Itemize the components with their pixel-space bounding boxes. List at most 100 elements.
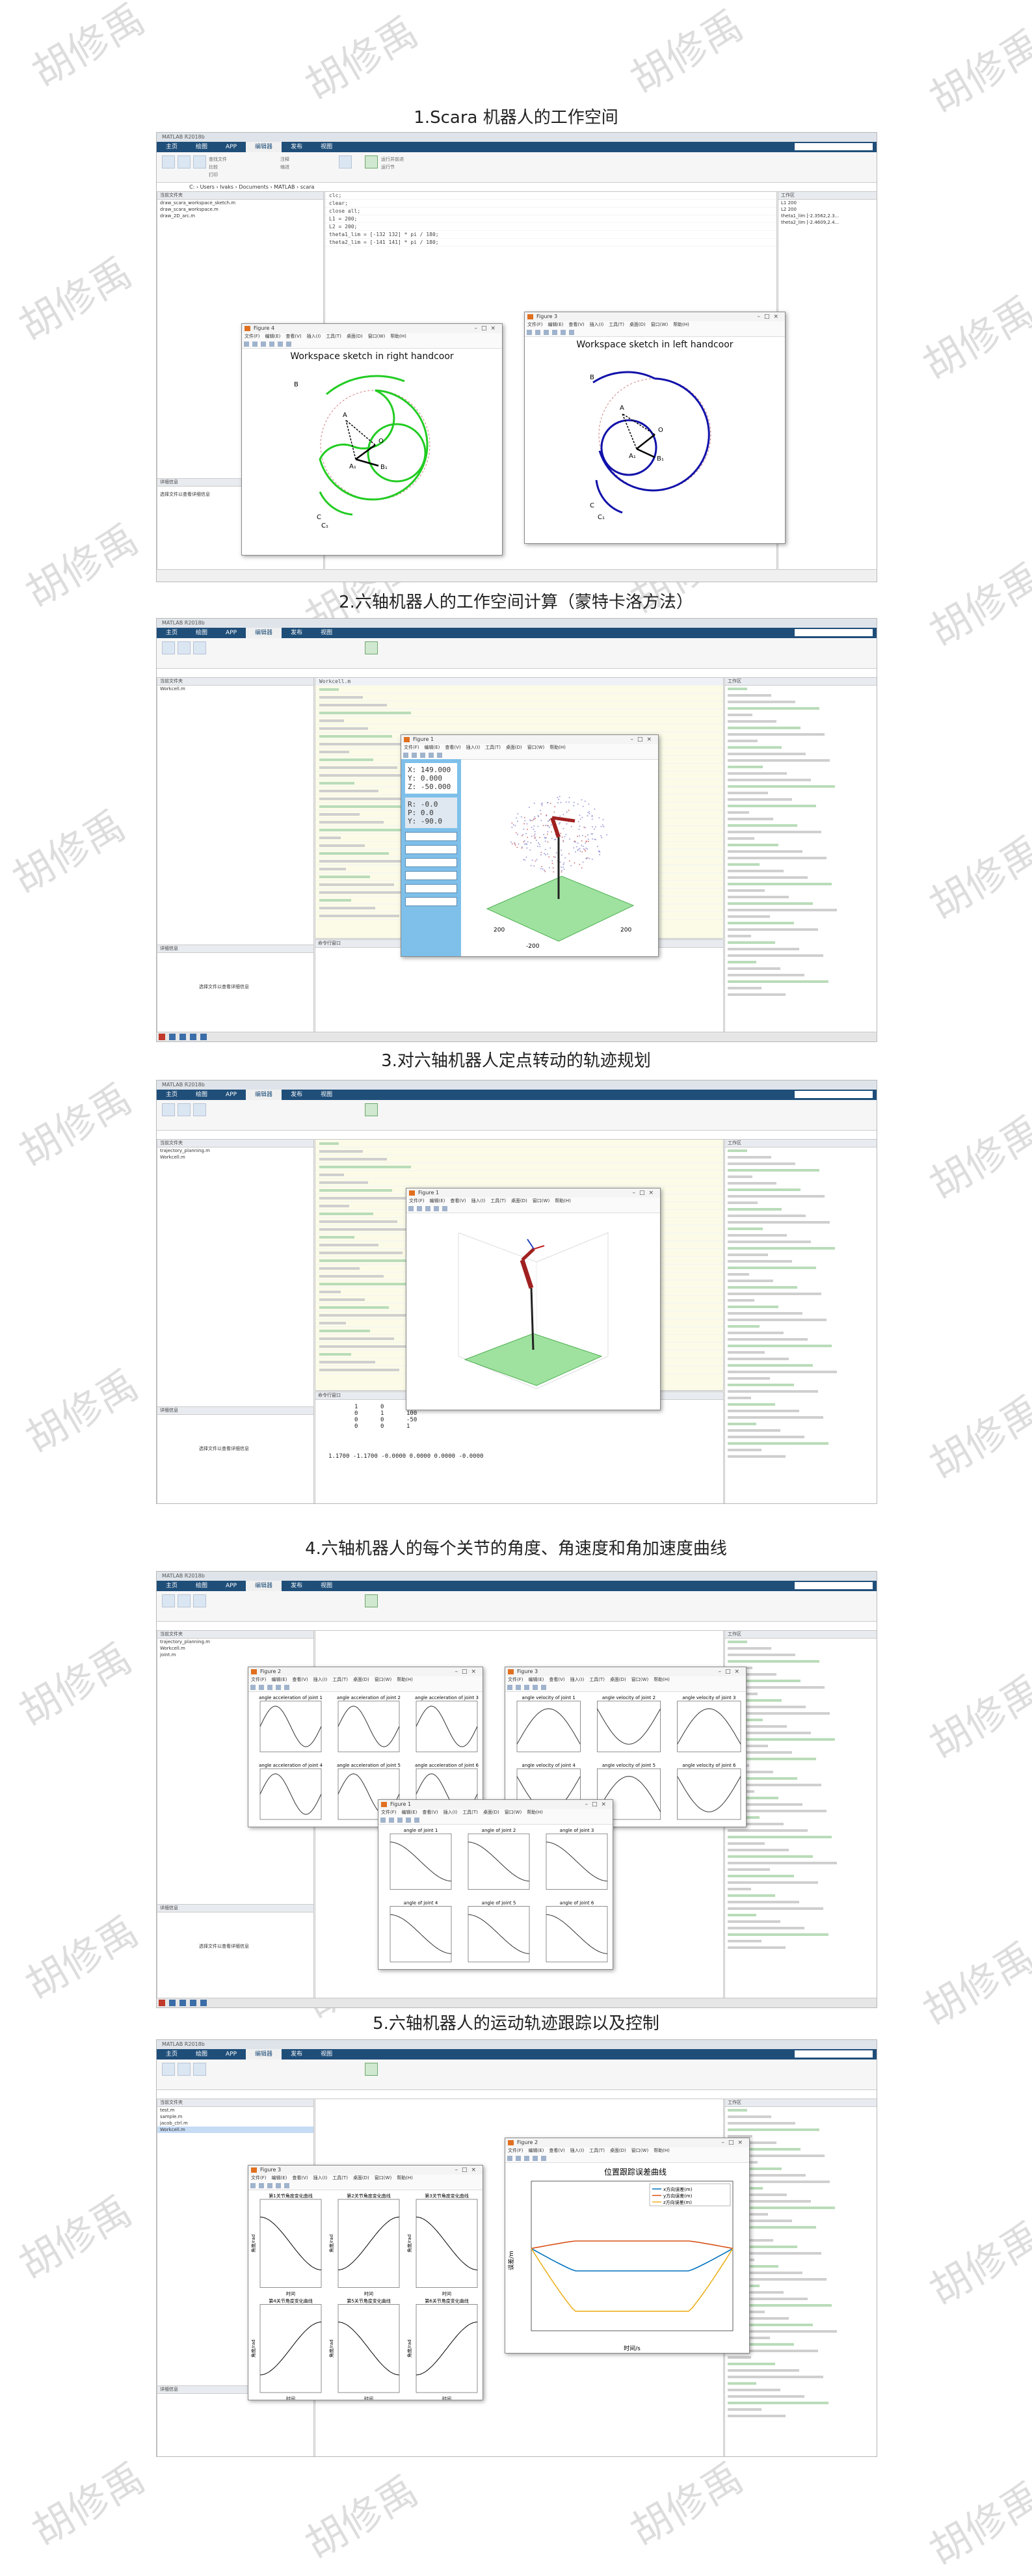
figure-menu-item[interactable]: 窗口(W) [532, 1198, 550, 1203]
figure-menu-item[interactable]: 桌面(D) [352, 2175, 369, 2180]
workspace-row[interactable] [725, 1756, 877, 1762]
workspace-row[interactable] [725, 965, 877, 972]
code-line[interactable]: theta1_lim = [-132 132] * pi / 180; [325, 231, 776, 239]
run-icon[interactable] [365, 155, 378, 168]
workspace-row[interactable] [725, 2387, 877, 2393]
workspace-row[interactable] [725, 751, 877, 757]
workspace-row[interactable] [725, 1918, 877, 1925]
workspace-row[interactable] [725, 2367, 877, 2374]
file-item-selected[interactable]: Workcell.m [157, 2127, 313, 2133]
workspace-row[interactable] [725, 2393, 877, 2400]
run-icon[interactable] [365, 641, 378, 654]
file-item[interactable]: sample.m [160, 2114, 183, 2119]
workspace-row[interactable] [725, 959, 877, 965]
code-line[interactable] [315, 1179, 723, 1187]
workspace-row[interactable] [725, 1665, 877, 1671]
workspace-row[interactable] [725, 718, 877, 725]
figure-menu-item[interactable]: 插入(I) [313, 2175, 328, 2180]
workspace-row[interactable] [725, 1717, 877, 1723]
tab-editor[interactable]: 编辑器 [246, 142, 282, 152]
figure-toolbar[interactable] [505, 1684, 746, 1692]
workspace-row[interactable] [725, 1401, 877, 1408]
figure-toolbar[interactable] [505, 2154, 749, 2163]
window-controls-icon[interactable]: –□× [757, 314, 782, 320]
new-icon[interactable] [162, 1594, 175, 1607]
figure-menu-item[interactable]: 插入(I) [570, 1677, 585, 1682]
figure-menu-item[interactable]: 窗口(W) [650, 322, 668, 327]
window-controls-icon[interactable]: –□× [585, 1801, 610, 1808]
figure-menu-item[interactable]: 查看(V) [292, 2175, 308, 2180]
workspace-row[interactable] [725, 764, 877, 770]
window-controls-icon[interactable]: –□× [718, 1669, 743, 1675]
workspace-row[interactable] [725, 1453, 877, 1460]
workspace-row[interactable] [725, 1310, 877, 1317]
workspace-row[interactable] [725, 1408, 877, 1414]
window-controls-icon[interactable]: –□× [455, 2167, 480, 2173]
workspace-row[interactable] [725, 978, 877, 985]
workspace-row[interactable] [725, 1886, 877, 1892]
tab-editor[interactable]: 编辑器 [246, 1581, 282, 1591]
code-line[interactable] [315, 725, 723, 732]
figure-menu-item[interactable]: 工具(T) [589, 2148, 605, 2153]
workspace-row[interactable] [725, 2276, 877, 2283]
workspace-row[interactable] [725, 920, 877, 926]
workspace-row[interactable] [725, 2380, 877, 2387]
tab-plots[interactable]: 绘图 [196, 2051, 208, 2058]
workspace-row[interactable] [725, 1180, 877, 1187]
save-icon[interactable] [193, 155, 206, 168]
workspace-row[interactable] [725, 2341, 877, 2348]
figure-menu[interactable]: 文件(F)编辑(E)查看(V)插入(I)工具(T)桌面(D)窗口(W)帮助(H) [505, 2147, 749, 2154]
workspace-row[interactable] [725, 1323, 877, 1330]
figure-menu-item[interactable]: 编辑(E) [528, 1677, 544, 1682]
workspace-row[interactable] [725, 2406, 877, 2413]
workspace-row[interactable] [725, 2120, 877, 2127]
joint-slider[interactable] [405, 897, 457, 906]
workspace-row[interactable] [725, 1336, 877, 1343]
workspace-row[interactable] [725, 1671, 877, 1678]
figure-menu-item[interactable]: 桌面(D) [483, 1810, 499, 1815]
workspace-row[interactable] [725, 2205, 877, 2211]
workspace-row[interactable] [725, 2113, 877, 2120]
new-icon[interactable] [162, 641, 175, 654]
workspace-row[interactable] [725, 1213, 877, 1219]
workspace-row[interactable] [725, 2198, 877, 2205]
workspace-row[interactable] [725, 809, 877, 816]
file-item[interactable]: draw_scara_workspace_sketch.m [160, 200, 236, 206]
figure-menu-item[interactable]: 帮助(H) [397, 1677, 413, 1682]
figure-menu-item[interactable]: 文件(F) [251, 1677, 267, 1682]
figure-menu-item[interactable]: 查看(V) [450, 1198, 466, 1203]
workspace-row[interactable] [725, 1258, 877, 1265]
figure-menu-item[interactable]: 工具(T) [462, 1810, 478, 1815]
tab-view[interactable]: 视图 [321, 1583, 333, 1589]
workspace-row[interactable] [725, 1427, 877, 1434]
figure-menu-item[interactable]: 编辑(E) [271, 2175, 287, 2180]
figure-menu[interactable]: 文件(F)编辑(E)查看(V)插入(I)工具(T)桌面(D)窗口(W)帮助(H) [242, 333, 502, 340]
code-line[interactable] [315, 686, 723, 693]
tab-publish[interactable]: 发布 [291, 144, 303, 150]
workspace-row[interactable] [725, 861, 877, 868]
workspace-row[interactable] [725, 1678, 877, 1684]
figure-window-left-handcoor[interactable]: Figure 3–□× 文件(F)编辑(E)查看(V)插入(I)工具(T)桌面(… [524, 312, 786, 544]
figure-menu-item[interactable]: 工具(T) [332, 2175, 348, 2180]
figure-menu-item[interactable]: 工具(T) [609, 322, 624, 327]
tab-view[interactable]: 视图 [321, 630, 333, 636]
workspace-row[interactable] [725, 1866, 877, 1873]
figure-toolbar[interactable] [248, 2182, 483, 2190]
tab-apps[interactable]: APP [226, 144, 237, 150]
workspace-row[interactable] [725, 1736, 877, 1743]
workspace-row[interactable] [725, 686, 877, 692]
figure-toolbar[interactable] [242, 340, 502, 349]
file-item[interactable]: jacob_ctrl.m [160, 2121, 188, 2126]
code-line[interactable]: clear; [325, 200, 776, 208]
figure-menu-item[interactable]: 插入(I) [443, 1810, 458, 1815]
figure-menu-item[interactable]: 窗口(W) [367, 334, 386, 339]
workspace-row[interactable] [725, 1232, 877, 1239]
workspace-row[interactable] [725, 777, 877, 783]
figure-menu-item[interactable]: 文件(F) [245, 334, 260, 339]
figure-window-joint-angles[interactable]: Figure 3–□×文件(F)编辑(E)查看(V)插入(I)工具(T)桌面(D… [248, 2165, 483, 2400]
address-bar[interactable] [157, 1622, 877, 1631]
compare-label[interactable]: 比较 [209, 165, 218, 170]
figure-menu-item[interactable]: 窗口(W) [504, 1810, 522, 1815]
workspace-row[interactable] [725, 842, 877, 848]
joint-slider[interactable] [405, 871, 457, 880]
